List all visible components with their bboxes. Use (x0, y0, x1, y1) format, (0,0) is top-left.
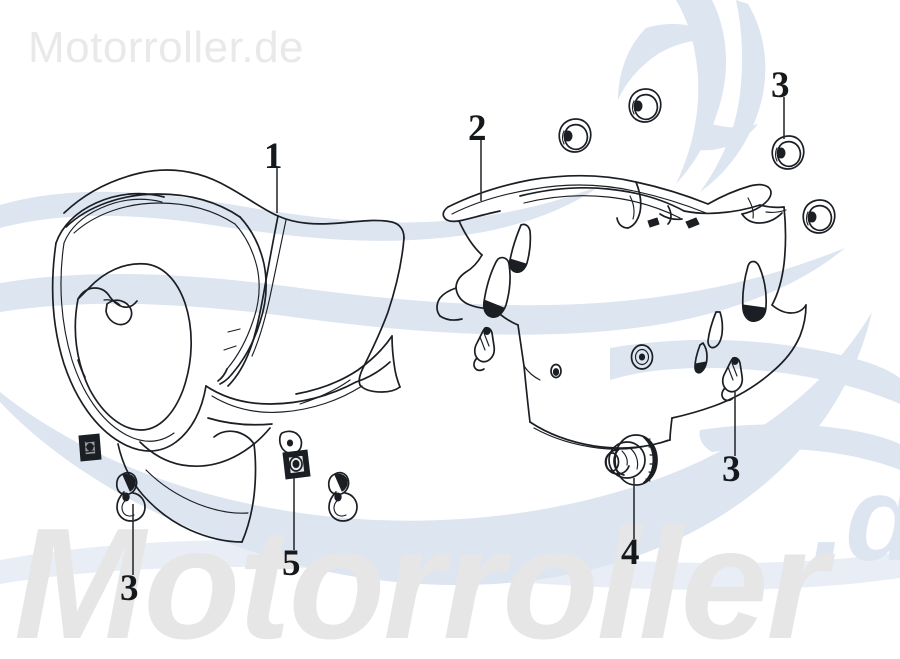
fastener-push-rivet-2 (327, 471, 358, 522)
part-rubber-grommet (604, 434, 658, 486)
callout-numbers: 1 2 3 3 3 4 5 (120, 65, 790, 609)
callout-label-3-bottom-left: 3 (120, 568, 139, 609)
callout-label-1: 1 (264, 136, 283, 177)
fastener-flange-nut-4 (802, 199, 836, 234)
fastener-flange-nut-2 (628, 88, 662, 123)
fastener-push-rivet-1 (115, 471, 146, 522)
callout-label-2: 2 (468, 108, 487, 149)
callout-label-3-bottom-right: 3 (722, 449, 741, 490)
background-logo-watermark: .d (0, 0, 900, 590)
top-watermark-text: Motorroller.de (28, 23, 304, 72)
logo-suffix-text: .d (812, 452, 900, 586)
fastener-screw-2 (721, 356, 744, 402)
fastener-screw-1 (473, 326, 496, 372)
part-inner-leg-shield-cover (436, 174, 807, 450)
callout-label-4: 4 (621, 532, 640, 573)
fastener-flange-nut-1 (558, 118, 592, 153)
fastener-flange-nut-3 (771, 135, 805, 170)
callout-leaders (132, 97, 785, 575)
cowl-mounting-bracket (278, 430, 303, 455)
part-speed-clip-nut-left (78, 433, 102, 462)
part-speed-clip-nut-right (282, 449, 311, 480)
callout-label-3-top-right: 3 (771, 65, 790, 106)
bottom-watermark-text: Motorroller (14, 496, 835, 659)
callout-label-5: 5 (282, 543, 301, 584)
part-front-headlight-cowl (51, 169, 405, 543)
